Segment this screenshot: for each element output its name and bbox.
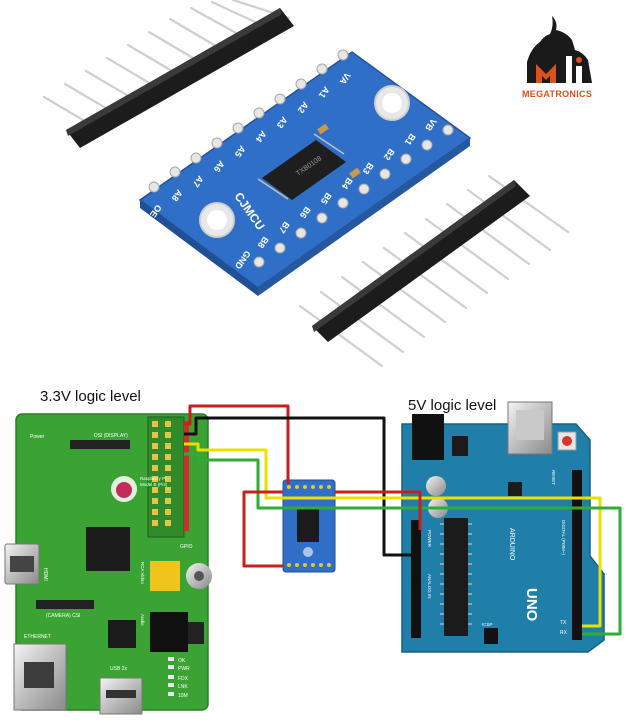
pi-led-ok: OK bbox=[178, 658, 186, 664]
pi-power-label: Power bbox=[30, 434, 45, 440]
arduino-uno-logo: UNO bbox=[523, 588, 540, 622]
level-shifter-breakout bbox=[282, 479, 336, 573]
wire-rx-green bbox=[184, 452, 622, 636]
pin-header-lower bbox=[298, 174, 570, 368]
megatronics-logo bbox=[527, 16, 592, 83]
pi-hdmi-label: HDMI bbox=[42, 568, 48, 581]
pi-led-fdx: FDX bbox=[178, 676, 189, 682]
pi-csi-label: (CAMERA) CSI bbox=[46, 613, 80, 619]
megatronics-wordmark: MEGATRONICS bbox=[522, 89, 593, 99]
arduino-uno-board: RESET ICSP UNO ARDUINO ANAL bbox=[401, 401, 605, 653]
arduino-rx-label: RX bbox=[560, 630, 568, 636]
pi-rca-label: RCA Video bbox=[140, 562, 145, 584]
wire-gnd-black bbox=[184, 416, 420, 557]
pi-led-10m: 10M bbox=[178, 693, 188, 699]
wire-5v-red bbox=[335, 490, 422, 530]
arduino-digital-label: DIGITAL (PWM~) bbox=[561, 520, 566, 555]
raspberry-pi-board: DSI (DISPLAY) Power Raspberry Pi Model B… bbox=[4, 413, 212, 715]
wire-tx-yellow bbox=[184, 442, 602, 628]
wire-5v-red-loop bbox=[242, 490, 283, 568]
pi-audio-label: Audio bbox=[140, 614, 145, 626]
pi-usb-label: USB 2x bbox=[110, 666, 127, 672]
arduino-brand-label: ARDUINO bbox=[508, 528, 515, 561]
arduino-icsp-label: ICSP bbox=[482, 622, 493, 627]
wires bbox=[184, 404, 622, 636]
wire-3v3-red bbox=[184, 404, 290, 484]
pi-ethernet-label: ETHERNET bbox=[24, 634, 51, 640]
pi-name-label: Raspberry Pi bbox=[140, 476, 166, 481]
label-5v-logic: 5V logic level bbox=[408, 397, 497, 414]
pin-header-upper bbox=[42, 0, 294, 148]
pi-led-lnk: LNK bbox=[178, 684, 188, 690]
pi-model-label: Model B (Pi3) bbox=[140, 482, 168, 487]
txb0108-chip: TXB0108 bbox=[257, 133, 346, 200]
arduino-tx-label: TX bbox=[560, 620, 567, 626]
logo-mark-i1 bbox=[566, 56, 572, 83]
pi-dsi-label: DSI (DISPLAY) bbox=[94, 433, 128, 439]
pi-gpio-label: GPIO bbox=[180, 544, 193, 550]
pi-led-pwr: PWR bbox=[178, 666, 190, 672]
arduino-power-label: POWER bbox=[427, 530, 432, 548]
label-3v3-logic: 3.3V logic level bbox=[40, 388, 141, 405]
txb0108-module: TXB0108 CJMCU VA A1 A2 A3 A4 A5 A6 bbox=[138, 49, 472, 296]
arduino-analog-label: ANALOG IN bbox=[427, 574, 432, 599]
arduino-reset-label: RESET bbox=[551, 470, 556, 485]
